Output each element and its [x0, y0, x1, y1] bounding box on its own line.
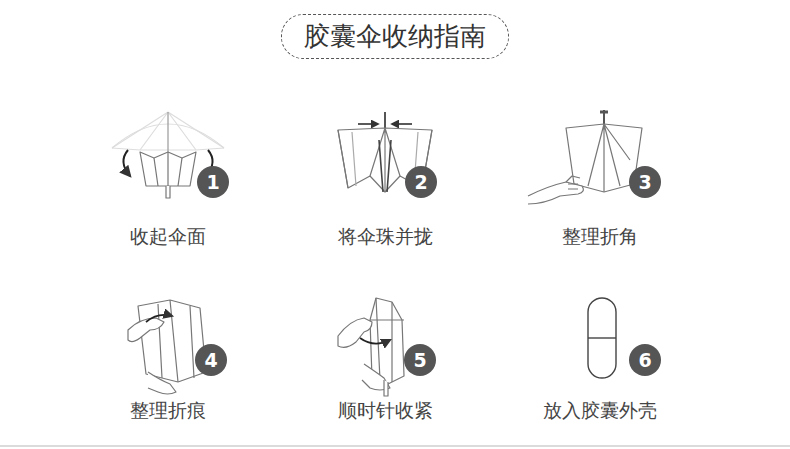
callout-number: 3 — [638, 171, 651, 193]
callout-number: 5 — [413, 349, 426, 371]
step-number: 2 — [405, 166, 437, 198]
callout-number: 6 — [638, 349, 651, 371]
callout-number: 4 — [204, 349, 217, 371]
umbrella-step-1 — [112, 112, 224, 198]
step-number: 5 — [404, 344, 436, 376]
capsule-shell — [588, 298, 616, 378]
base-rule — [0, 445, 790, 447]
step-number: 3 — [629, 166, 661, 198]
step-caption: 将伞珠并拢 — [338, 224, 433, 250]
step-caption: 整理折角 — [562, 224, 638, 250]
step-caption: 顺时针收紧 — [338, 398, 433, 424]
umbrella-step-4 — [128, 300, 206, 394]
umbrella-step-5 — [338, 298, 404, 396]
step-caption: 收起伞面 — [130, 224, 206, 250]
umbrella-step-2 — [338, 112, 432, 192]
step-number: 4 — [195, 344, 227, 376]
step-number: 6 — [629, 344, 661, 376]
step-caption: 放入胶囊外壳 — [543, 398, 657, 424]
callout-number: 1 — [206, 171, 219, 193]
callout-number: 2 — [414, 171, 427, 193]
umbrella-step-3 — [528, 110, 642, 204]
title-box: 胶囊伞收纳指南 — [281, 14, 509, 59]
step-caption: 整理折痕 — [130, 398, 206, 424]
step-number: 1 — [197, 166, 229, 198]
title-text: 胶囊伞收纳指南 — [304, 19, 486, 54]
